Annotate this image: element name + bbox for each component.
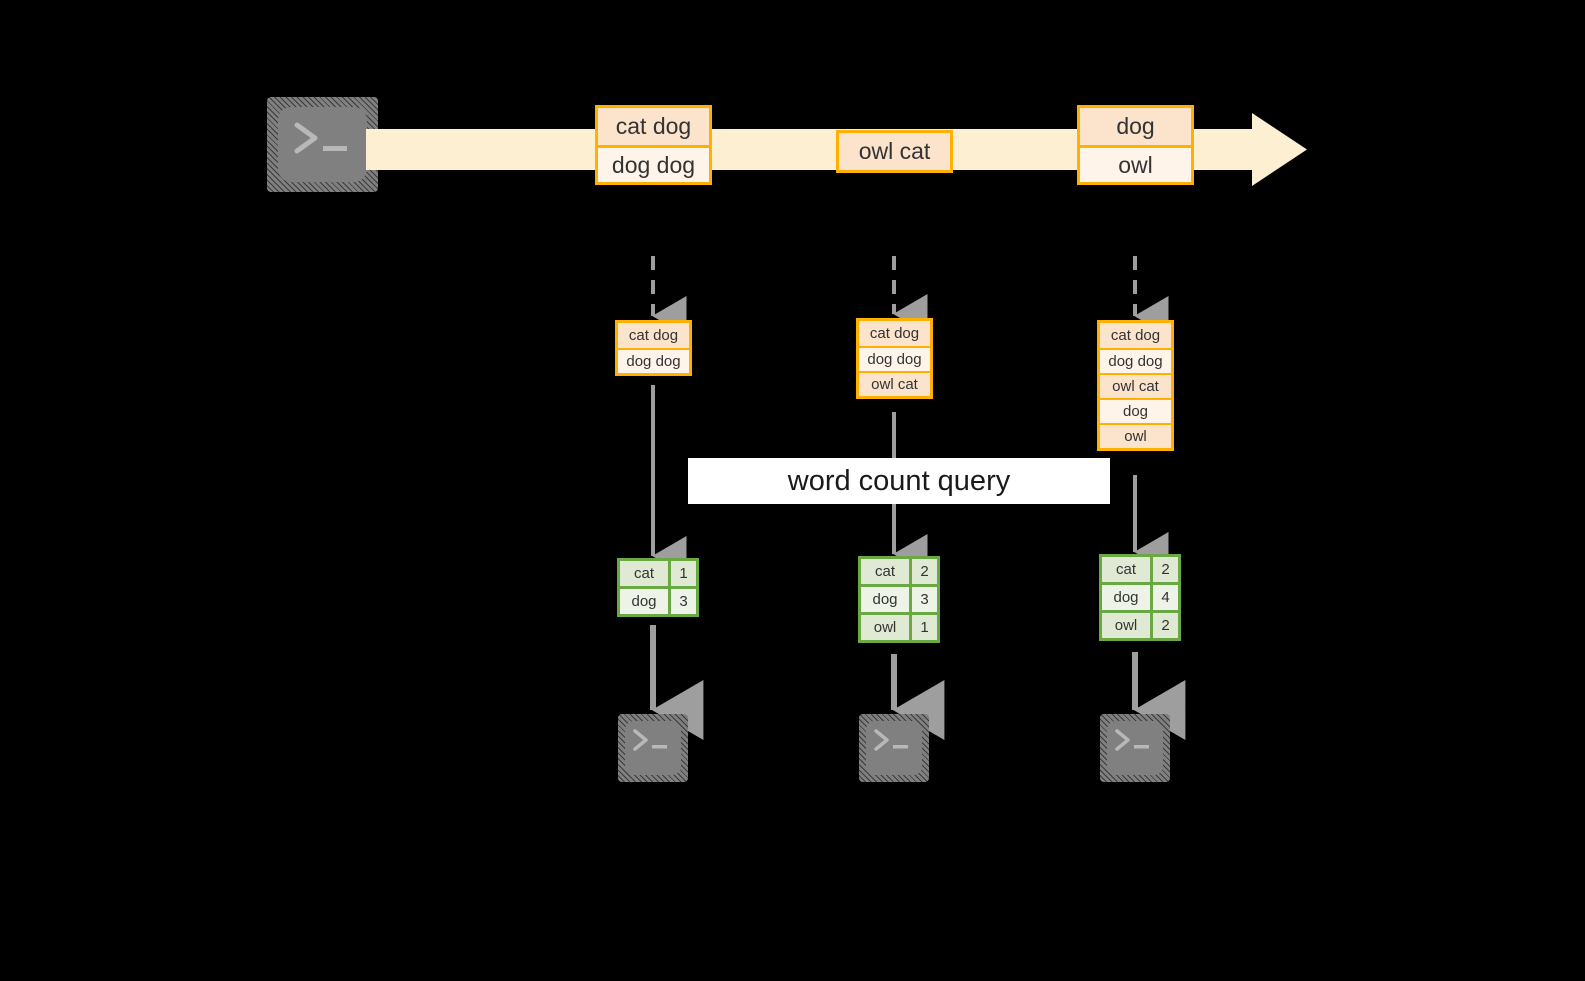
input-line: owl cat <box>859 371 930 396</box>
accumulated-input-3: cat dog dog dog owl cat dog owl <box>1097 320 1174 451</box>
stream-line: dog <box>1080 108 1191 145</box>
result-word: cat <box>620 561 668 586</box>
input-line: dog dog <box>1100 348 1171 373</box>
table-row: dog 3 <box>861 584 937 612</box>
result-count: 4 <box>1150 585 1178 610</box>
result-table-3: cat 2 dog 4 owl 2 <box>1099 554 1181 641</box>
input-line: cat dog <box>859 321 930 346</box>
stream-batch-2: owl cat <box>836 130 953 173</box>
result-word: owl <box>1102 613 1150 638</box>
stream-batch-3: dog owl <box>1077 105 1194 185</box>
result-word: dog <box>1102 585 1150 610</box>
table-row: cat 2 <box>1102 557 1178 582</box>
input-line: dog <box>1100 398 1171 423</box>
input-line: owl <box>1100 423 1171 448</box>
stream-line: cat dog <box>598 108 709 145</box>
result-word: dog <box>861 587 909 612</box>
table-row: owl 1 <box>861 612 937 640</box>
result-count: 2 <box>1150 613 1178 638</box>
result-count: 3 <box>909 587 937 612</box>
result-count: 1 <box>909 615 937 640</box>
terminal-prompt-glyph <box>1100 714 1170 782</box>
result-table-2: cat 2 dog 3 owl 1 <box>858 556 940 643</box>
table-row: cat 2 <box>861 559 937 584</box>
stream-line: owl cat <box>839 133 950 170</box>
table-row: dog 4 <box>1102 582 1178 610</box>
query-banner: word count query <box>688 458 1110 504</box>
terminal-icon-sink-3 <box>1100 714 1170 782</box>
stream-line: dog dog <box>598 145 709 182</box>
terminal-icon-sink-2 <box>859 714 929 782</box>
result-count: 1 <box>668 561 696 586</box>
input-line: owl cat <box>1100 373 1171 398</box>
result-count: 2 <box>1150 557 1178 582</box>
result-count: 2 <box>909 559 937 584</box>
table-row: owl 2 <box>1102 610 1178 638</box>
result-count: 3 <box>668 589 696 614</box>
result-table-1: cat 1 dog 3 <box>617 558 699 617</box>
terminal-prompt-glyph <box>859 714 929 782</box>
terminal-icon-sink-1 <box>618 714 688 782</box>
table-row: cat 1 <box>620 561 696 586</box>
accumulated-input-1: cat dog dog dog <box>615 320 692 376</box>
stream-batch-1: cat dog dog dog <box>595 105 712 185</box>
result-word: dog <box>620 589 668 614</box>
terminal-prompt-glyph <box>618 714 688 782</box>
accumulated-input-2: cat dog dog dog owl cat <box>856 318 933 399</box>
input-line: cat dog <box>1100 323 1171 348</box>
terminal-icon-source <box>267 97 378 192</box>
table-row: dog 3 <box>620 586 696 614</box>
input-line: cat dog <box>618 323 689 348</box>
result-word: cat <box>861 559 909 584</box>
stream-line: owl <box>1080 145 1191 182</box>
input-line: dog dog <box>859 346 930 371</box>
result-word: cat <box>1102 557 1150 582</box>
terminal-icon-body <box>278 107 367 182</box>
result-word: owl <box>861 615 909 640</box>
terminal-prompt-glyph <box>267 97 378 192</box>
input-line: dog dog <box>618 348 689 373</box>
